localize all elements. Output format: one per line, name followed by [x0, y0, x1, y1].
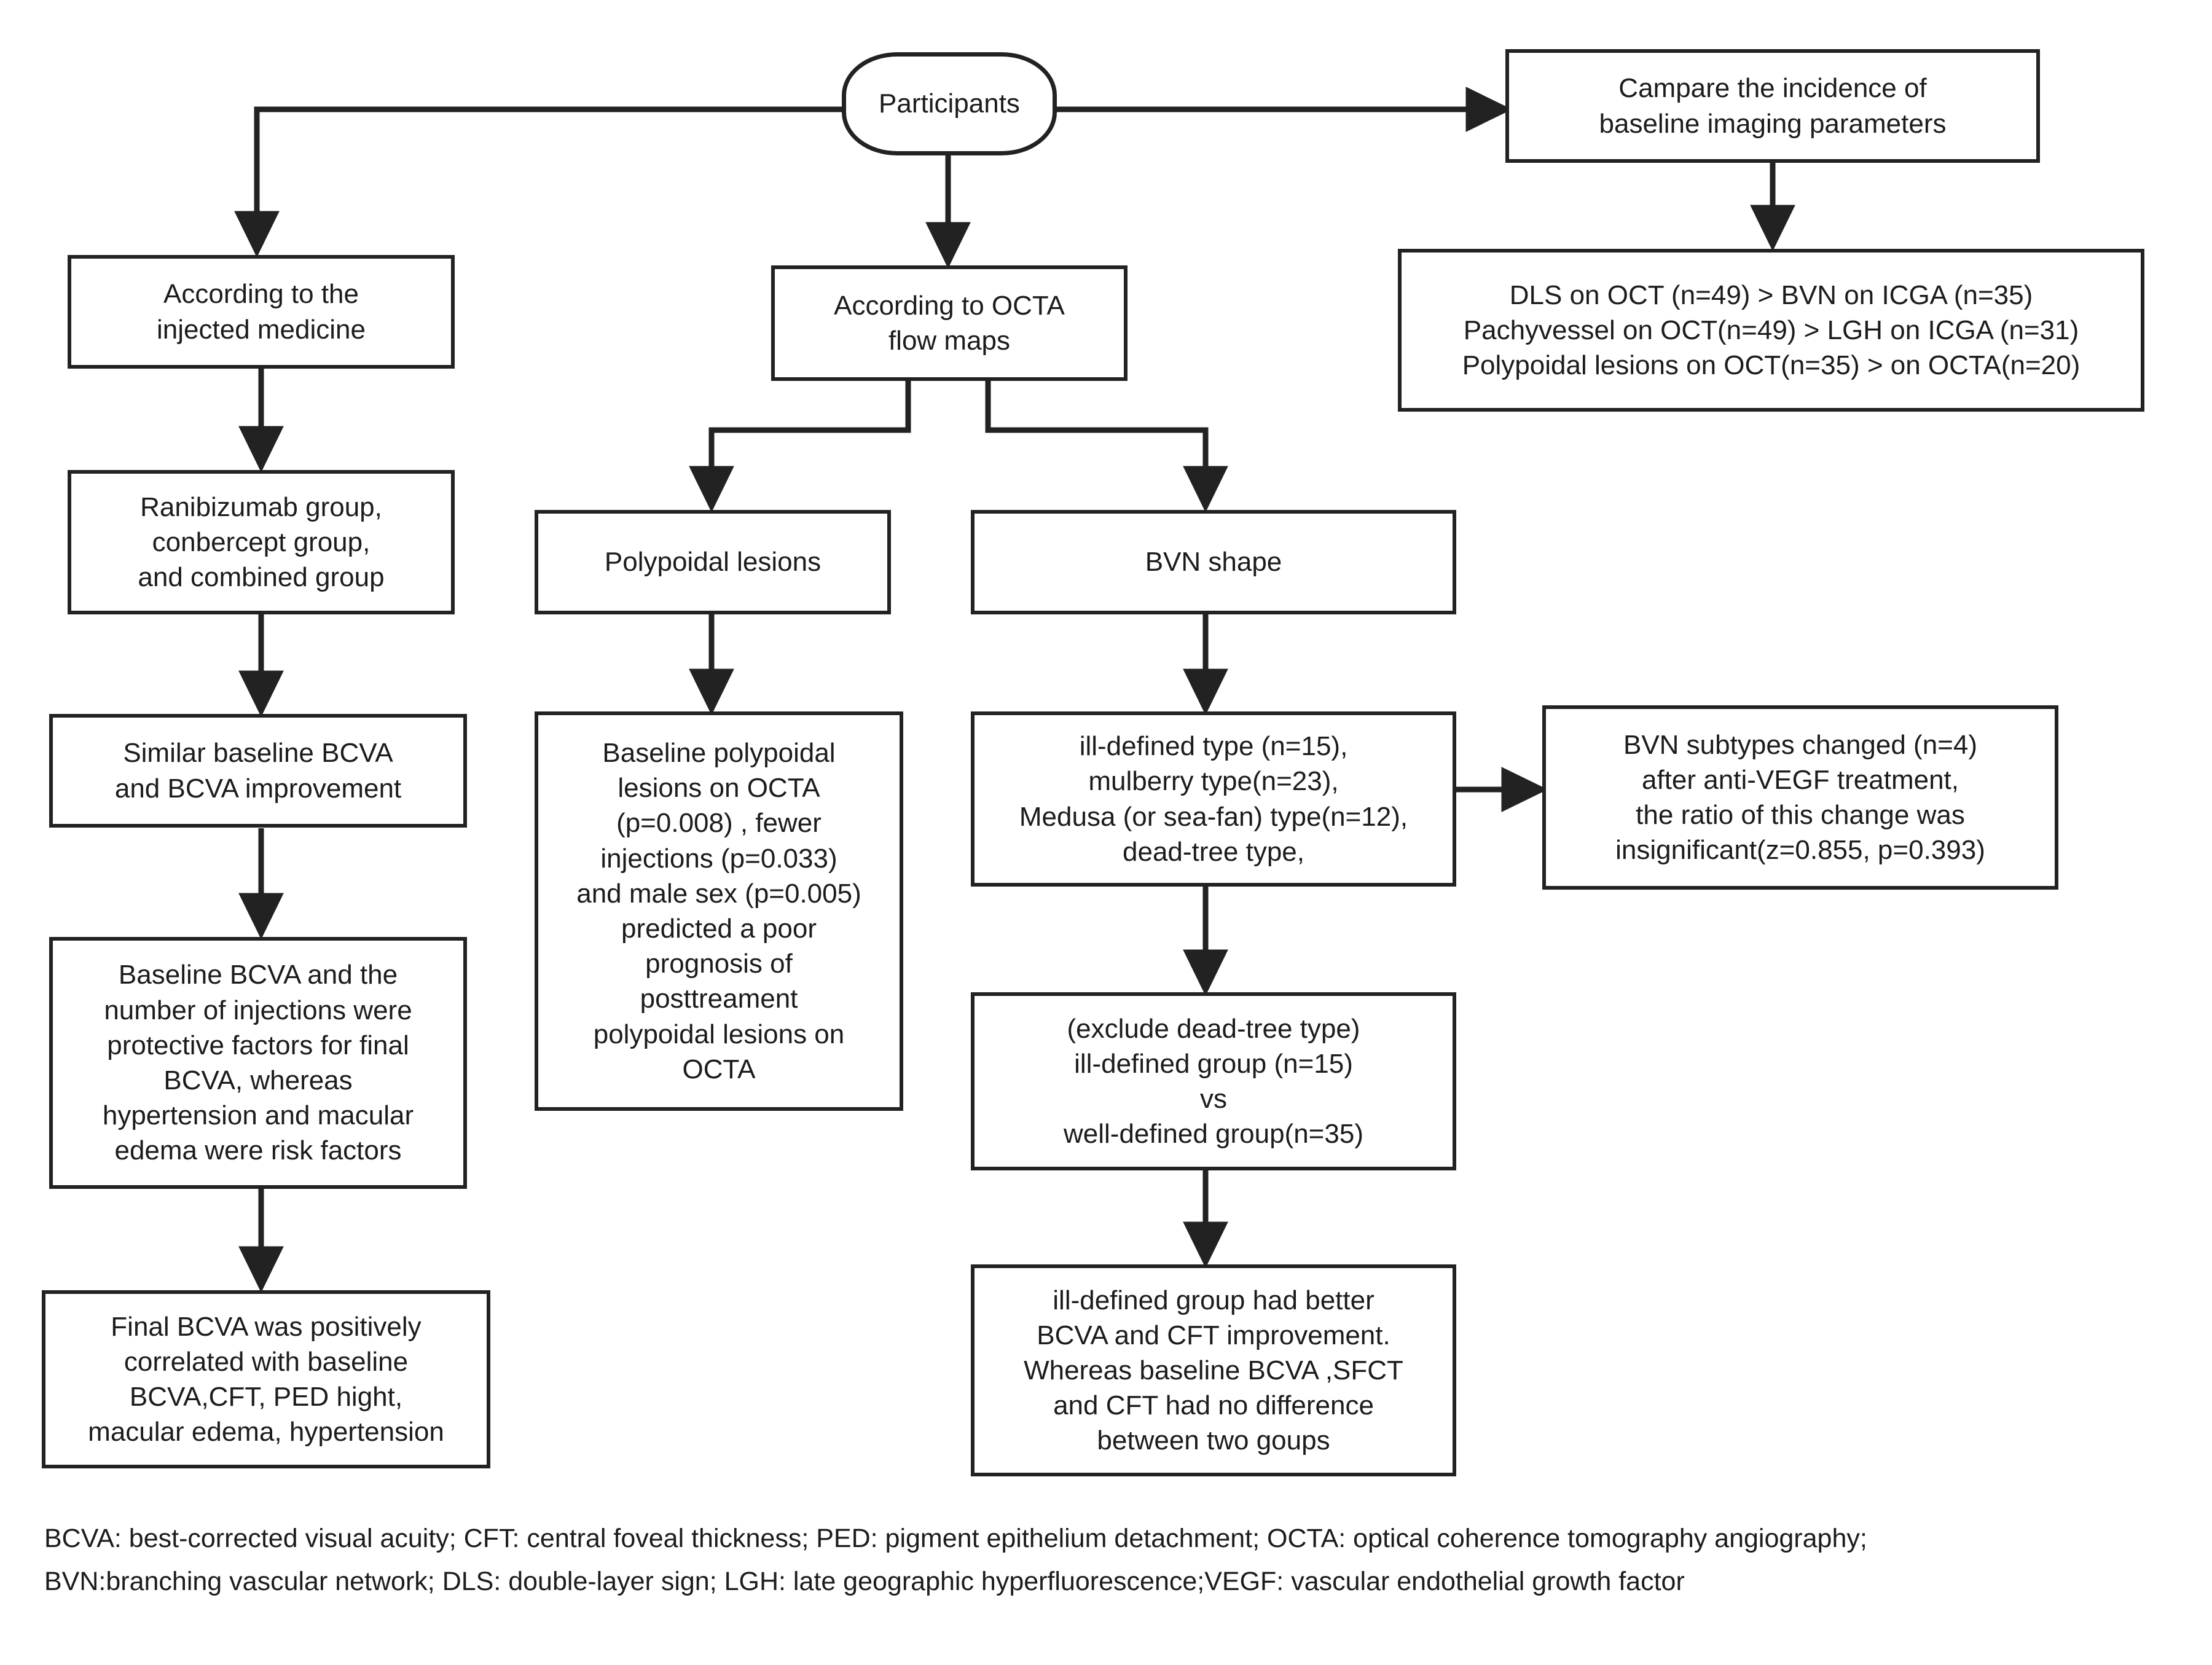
node-protective-factors-label: Baseline BCVA and the number of injectio…: [102, 960, 414, 1166]
node-polypoidal-outcome-label: Baseline polypoidal lesions on OCTA (p=0…: [576, 738, 861, 1084]
node-groups[interactable]: Ranibizumab group, conbercept group, and…: [68, 470, 455, 614]
node-compare-incidence[interactable]: Campare the incidence of baseline imagin…: [1505, 49, 2040, 163]
legend-line-2: BVN:branching vascular network; DLS: dou…: [44, 1566, 1685, 1596]
node-bvn-types-label: ill-defined type (n=15), mulberry type(n…: [1019, 731, 1408, 867]
node-bvn-shape-label: BVN shape: [1145, 547, 1282, 578]
node-participants[interactable]: Participants: [842, 52, 1057, 155]
node-according-medicine[interactable]: According to the injected medicine: [68, 255, 455, 369]
node-polypoidal-outcome[interactable]: Baseline polypoidal lesions on OCTA (p=0…: [535, 711, 903, 1111]
node-participants-label: Participants: [879, 88, 1020, 119]
node-polypoidal-lesions-label: Polypoidal lesions: [604, 547, 822, 578]
node-similar-bcva-label: Similar baseline BCVA and BCVA improveme…: [114, 738, 402, 804]
node-final-bcva-label: Final BCVA was positively correlated wit…: [88, 1311, 444, 1448]
node-protective-factors[interactable]: Baseline BCVA and the number of injectio…: [49, 937, 467, 1189]
abbreviation-legend: BCVA: best-corrected visual acuity; CFT:…: [44, 1518, 2170, 1603]
node-group-comparison-label: (exclude dead-tree type) ill-defined gro…: [1064, 1013, 1363, 1150]
node-comparison-result-label: ill-defined group had better BCVA and CF…: [1024, 1285, 1403, 1456]
node-bvn-subtypes-changed-label: BVN subtypes changed (n=4) after anti-VE…: [1615, 729, 1985, 866]
node-final-bcva[interactable]: Final BCVA was positively correlated wit…: [42, 1290, 490, 1468]
node-similar-bcva[interactable]: Similar baseline BCVA and BCVA improveme…: [49, 714, 467, 828]
node-polypoidal-lesions[interactable]: Polypoidal lesions: [535, 510, 891, 614]
edge-octa-to-polypoidal: [689, 381, 911, 512]
edge-participants-to-medicine: [234, 106, 842, 257]
node-groups-label: Ranibizumab group, conbercept group, and…: [138, 492, 385, 593]
node-imaging-results[interactable]: DLS on OCT (n=49) > BVN on ICGA (n=35) P…: [1398, 249, 2144, 412]
node-according-medicine-label: According to the injected medicine: [157, 279, 366, 345]
node-bvn-shape[interactable]: BVN shape: [971, 510, 1456, 614]
node-compare-incidence-label: Campare the incidence of baseline imagin…: [1599, 73, 1947, 139]
node-group-comparison[interactable]: (exclude dead-tree type) ill-defined gro…: [971, 992, 1456, 1170]
node-comparison-result[interactable]: ill-defined group had better BCVA and CF…: [971, 1264, 1456, 1476]
legend-line-1: BCVA: best-corrected visual acuity; CFT:…: [44, 1524, 1867, 1553]
node-bvn-types[interactable]: ill-defined type (n=15), mulberry type(n…: [971, 711, 1456, 887]
node-bvn-subtypes-changed[interactable]: BVN subtypes changed (n=4) after anti-VE…: [1542, 705, 2058, 890]
edge-octa-to-bvn: [985, 381, 1228, 512]
node-according-octa[interactable]: According to OCTA flow maps: [771, 265, 1128, 381]
node-imaging-results-label: DLS on OCT (n=49) > BVN on ICGA (n=35) P…: [1462, 280, 2081, 381]
node-according-octa-label: According to OCTA flow maps: [834, 290, 1065, 356]
